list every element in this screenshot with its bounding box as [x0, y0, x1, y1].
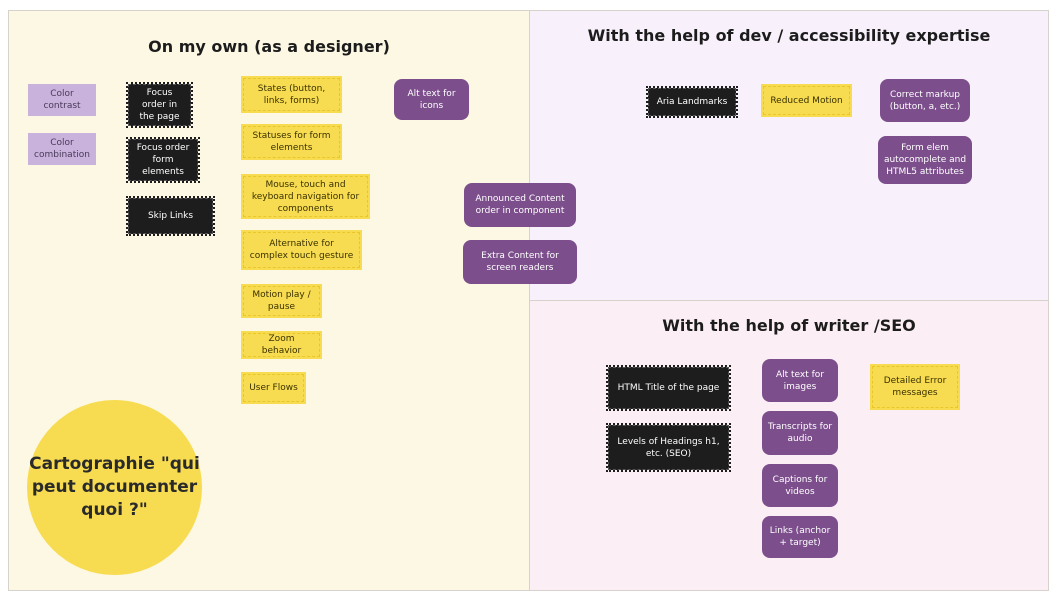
- note-focus-order-form[interactable]: Focus order form elements: [126, 137, 200, 183]
- note-focus-order-page[interactable]: Focus order in the page: [126, 82, 193, 128]
- note-motion-play[interactable]: Motion play / pause: [243, 286, 320, 316]
- note-user-flows[interactable]: User Flows: [243, 374, 304, 402]
- note-states[interactable]: States (button, links, forms): [243, 78, 340, 111]
- designer-zone-title: On my own (as a designer): [148, 37, 390, 56]
- cartographie-circle: Cartographie "qui peut documenter quoi ?…: [27, 400, 202, 575]
- note-aria-landmarks[interactable]: Aria Landmarks: [646, 86, 738, 118]
- note-statuses-form[interactable]: Statuses for form elements: [243, 126, 340, 158]
- note-extra-content[interactable]: Extra Content for screen readers: [463, 240, 577, 284]
- seo-zone-title: With the help of writer /SEO: [662, 316, 916, 335]
- dev-zone-title: With the help of dev / accessibility exp…: [587, 26, 991, 45]
- note-alt-complex-gesture[interactable]: Alternative for complex touch gesture: [243, 232, 360, 268]
- note-color-combination[interactable]: Color combination: [28, 133, 96, 165]
- note-color-contrast[interactable]: Color contrast: [28, 84, 96, 116]
- note-transcripts-audio[interactable]: Transcripts for audio: [762, 411, 838, 455]
- note-alt-text-icons[interactable]: Alt text for icons: [394, 79, 469, 120]
- note-skip-links[interactable]: Skip Links: [126, 196, 215, 236]
- note-detailed-error[interactable]: Detailed Error messages: [872, 366, 958, 408]
- note-alt-text-images[interactable]: Alt text for images: [762, 359, 838, 402]
- note-correct-markup[interactable]: Correct markup (button, a, etc.): [880, 79, 970, 122]
- note-announced-content[interactable]: Announced Content order in component: [464, 183, 576, 227]
- note-levels-headings[interactable]: Levels of Headings h1, etc. (SEO): [606, 423, 731, 472]
- note-zoom-behavior[interactable]: Zoom behavior: [243, 333, 320, 357]
- note-mouse-touch-keyboard[interactable]: Mouse, touch and keyboard navigation for…: [243, 176, 368, 217]
- note-links-anchor[interactable]: Links (anchor + target): [762, 516, 838, 558]
- note-form-autocomplete[interactable]: Form elem autocomplete and HTML5 attribu…: [878, 136, 972, 184]
- note-captions-videos[interactable]: Captions for videos: [762, 464, 838, 507]
- note-reduced-motion[interactable]: Reduced Motion: [763, 86, 850, 115]
- note-html-title[interactable]: HTML Title of the page: [606, 365, 731, 411]
